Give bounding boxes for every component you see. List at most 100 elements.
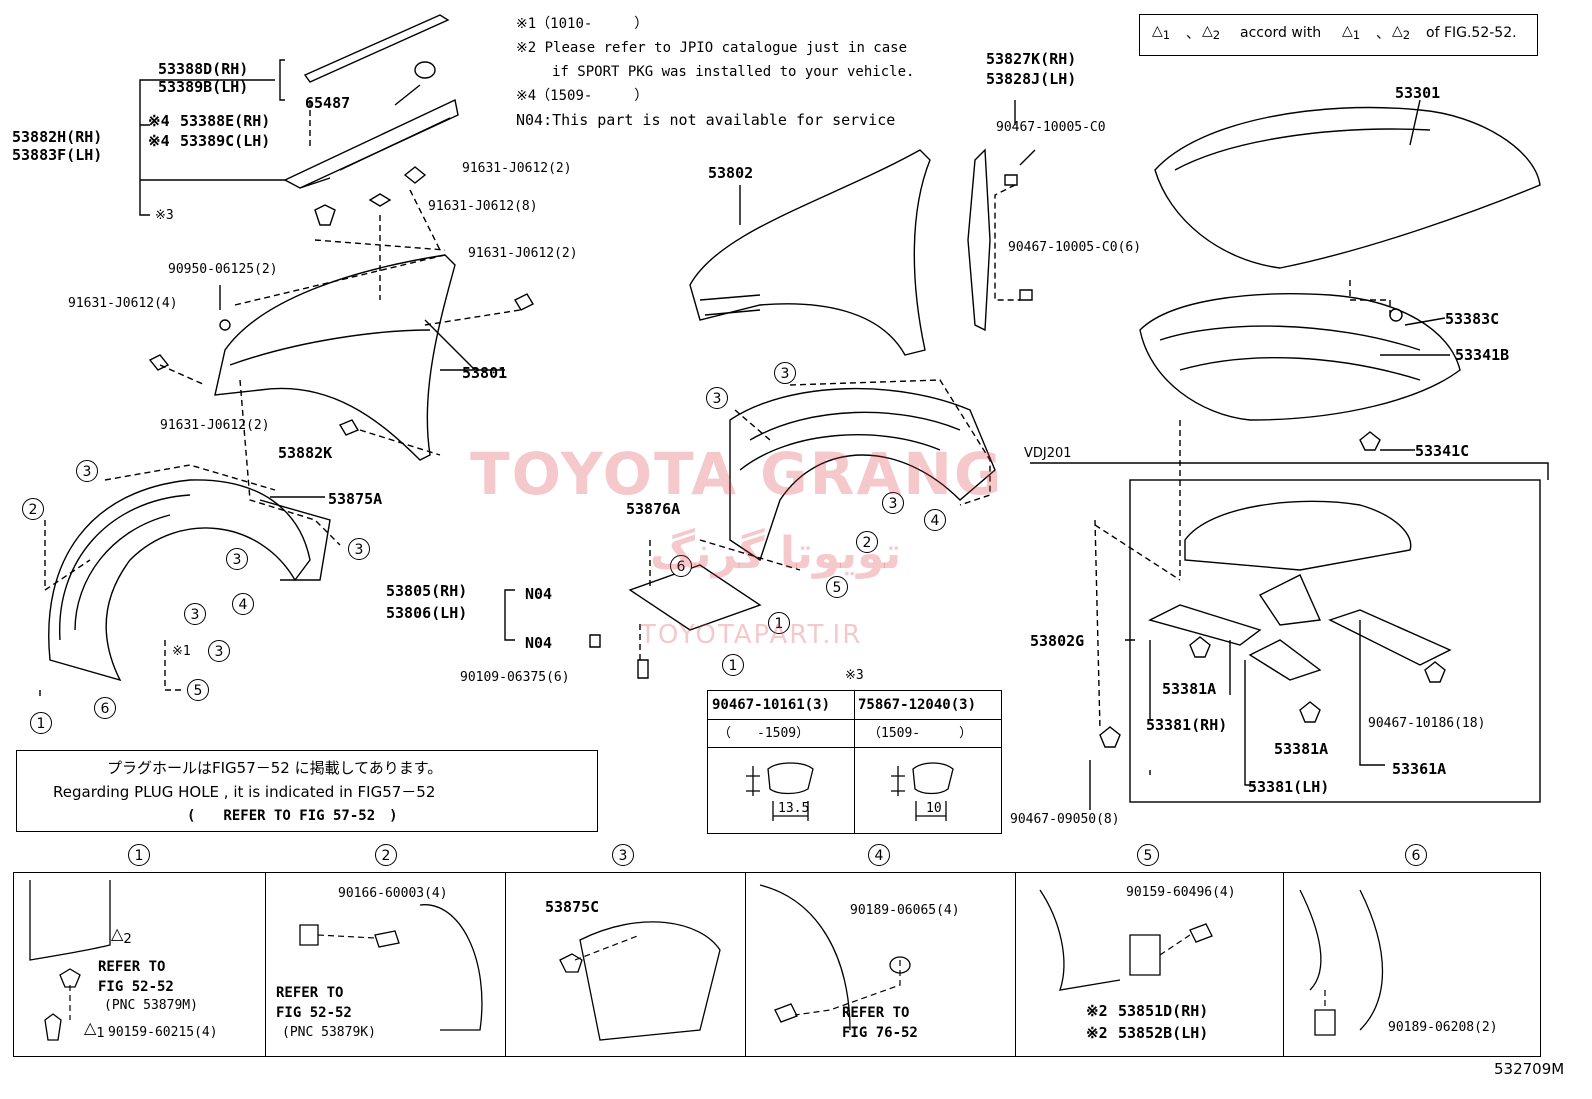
accord-legend-box: △1 、 △2 accord with △1 、 △2 of FIG.52-52… <box>1139 14 1538 56</box>
part-53388e: 53388E(RH) <box>180 112 271 130</box>
callout-3: 3 <box>774 362 796 384</box>
clip-table-title: ※3 <box>845 668 864 683</box>
callout-3: 3 <box>882 492 904 514</box>
plug-note-jp: プラグホールはFIG57－52 に掲載してあります。 <box>107 759 443 777</box>
callout-2: 2 <box>22 498 44 520</box>
callout-3: 3 <box>76 460 98 482</box>
part-90109: 90109-06375(6) <box>460 670 570 685</box>
clip-row-divider <box>708 747 1001 748</box>
part-53805: 53805(RH) <box>386 582 468 600</box>
callout-2: 2 <box>856 531 878 553</box>
part-53301: 53301 <box>1395 84 1441 102</box>
note-2: ※2 Please refer to JPIO catalogue just i… <box>516 40 908 56</box>
part-53882h: 53882H(RH) <box>12 128 103 146</box>
detail-2-ref: REFER TO <box>276 985 344 1001</box>
detail-panel-5 <box>1016 873 1284 1056</box>
callout-3: 3 <box>226 548 248 570</box>
clip-table: 90467-10161(3) 75867-12040(3) （ -1509） （… <box>707 690 1002 834</box>
callout-5: 5 <box>826 576 848 598</box>
part-53876a: 53876A <box>626 500 681 518</box>
part-53389c: 53389C(LH) <box>180 132 271 150</box>
plug-note-en: Regarding PLUG HOLE , it is indicated in… <box>53 783 436 801</box>
part-53801: 53801 <box>462 364 508 382</box>
part-53381-lh: 53381(LH) <box>1248 778 1330 796</box>
legend-text: accord with <box>1240 25 1322 41</box>
detail-strip <box>13 872 1541 1057</box>
part-91631-a: 91631-J0612(2) <box>462 161 572 176</box>
detail-panel-3 <box>506 873 746 1056</box>
watermark-brand: TOYOTA GRANG <box>470 440 1004 508</box>
note-1: ※1（1010- ） <box>516 16 649 32</box>
detail-2-part: 90166-60003(4) <box>338 886 448 901</box>
clip-drawings <box>746 762 954 821</box>
part-53828j: 53828J(LH) <box>986 70 1077 88</box>
detail-5-mark-a: ※2 <box>1086 1002 1108 1020</box>
part-53882k: 53882K <box>278 444 333 462</box>
note-n04: N04:This part is not available for servi… <box>516 111 896 129</box>
part-90467-d: 90467-09050(8) <box>1010 812 1120 827</box>
note-mark-1: ※1 <box>172 644 191 659</box>
callout-4: 4 <box>924 509 946 531</box>
triangle-2-icon: △2 <box>111 924 132 948</box>
part-53381a-lh: 53381A <box>1274 740 1329 758</box>
part-53389b: 53389B(LH) <box>158 78 249 96</box>
part-53341c: 53341C <box>1415 442 1470 460</box>
part-91631-b: 91631-J0612(8) <box>428 199 538 214</box>
legend-sep: 、 <box>1186 26 1200 42</box>
part-91631-c: 91631-J0612(2) <box>468 246 578 261</box>
detail-5-part-lh: 53852B(LH) <box>1118 1024 1209 1042</box>
callout-1: 1 <box>30 712 52 734</box>
part-53875a: 53875A <box>328 490 383 508</box>
callout-1: 1 <box>768 612 790 634</box>
detail-3-number: 3 <box>612 844 634 866</box>
detail-2-number: 2 <box>375 844 397 866</box>
detail-6-part: 90189-06208(2) <box>1388 1020 1498 1035</box>
detail-4-part: 90189-06065(4) <box>850 903 960 918</box>
clip-col-2: 75867-12040(3) <box>858 697 977 713</box>
clip-dim-2: 10 <box>926 801 942 816</box>
part-53827k: 53827K(RH) <box>986 50 1077 68</box>
clip-col-divider <box>708 691 855 833</box>
plug-hole-note: プラグホールはFIG57－52 に掲載してあります。 Regarding PLU… <box>16 750 598 832</box>
detail-1-ref: REFER TO <box>98 959 166 975</box>
callout-3: 3 <box>348 538 370 560</box>
callout-4: 4 <box>232 593 254 615</box>
callout-5: 5 <box>187 679 209 701</box>
detail-3-part: 53875C <box>545 898 600 916</box>
detail-6-number: 6 <box>1405 844 1427 866</box>
part-53806: 53806(LH) <box>386 604 468 622</box>
callout-6: 6 <box>94 697 116 719</box>
part-91631-d: 91631-J0612(4) <box>68 296 178 311</box>
detail-4-ref-fig: FIG 76-52 <box>842 1025 918 1041</box>
detail-1-ref-fig: FIG 52-52 <box>98 979 174 995</box>
callout-3: 3 <box>208 640 230 662</box>
triangle-1-icon: △1 <box>84 1018 105 1042</box>
detail-1-part: 90159-60215(4) <box>108 1025 218 1040</box>
triangle-2-icon: △2 <box>1202 23 1221 42</box>
detail-4-ref: REFER TO <box>842 1005 910 1021</box>
detail-1-number: 1 <box>128 844 150 866</box>
plug-note-ref: ( REFER TO FIG 57-52 ) <box>187 808 398 824</box>
clip-col-1: 90467-10161(3) <box>712 697 831 713</box>
part-53388d: 53388D(RH) <box>158 60 249 78</box>
watermark-url: TOYOTAPART.IR <box>640 620 863 650</box>
part-53383c: 53383C <box>1445 310 1500 328</box>
detail-2-ref-fig: FIG 52-52 <box>276 1005 352 1021</box>
detail-panel-2 <box>266 873 506 1056</box>
detail-4-number: 4 <box>868 844 890 866</box>
note-mark-3: ※3 <box>155 208 174 223</box>
part-53381a-rh: 53381A <box>1162 680 1217 698</box>
part-90950: 90950-06125(2) <box>168 262 278 277</box>
detail-5-mark-b: ※2 <box>1086 1024 1108 1042</box>
part-n04-b: N04 <box>525 634 553 652</box>
triangle-1-icon: △1 <box>1152 23 1171 42</box>
watermark-persian: تویوتا گرنگ <box>650 528 902 579</box>
part-53802g: 53802G <box>1030 632 1085 650</box>
part-90467-c: 90467-10186(18) <box>1368 716 1486 731</box>
legend-ref: of FIG.52-52. <box>1426 25 1517 41</box>
clip-dim-1: 13.5 <box>778 801 810 816</box>
part-53341b: 53341B <box>1455 346 1510 364</box>
detail-2-pnc: (PNC 53879K) <box>282 1025 376 1040</box>
detail-panel-1 <box>14 873 266 1056</box>
